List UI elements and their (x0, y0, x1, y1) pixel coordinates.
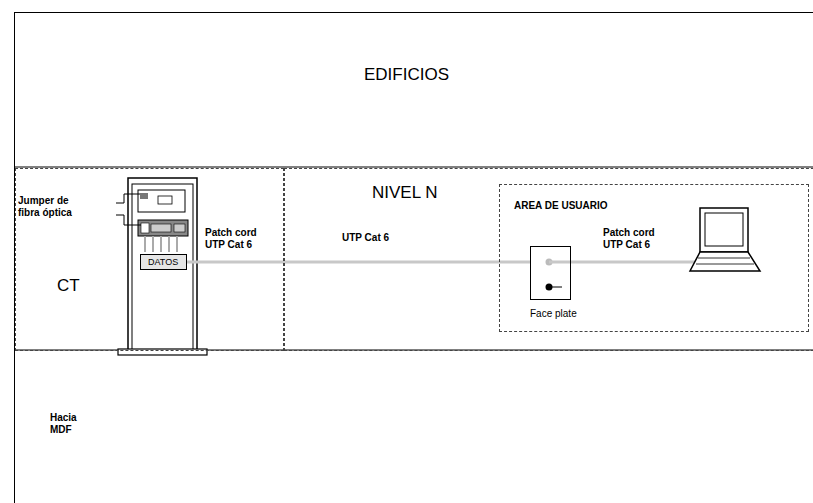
cable-label: UTP Cat 6 (342, 232, 389, 244)
node-label: EDIFICIOS (364, 65, 449, 85)
building-outline: EDIFICIOS CT DATOS NIVEL N AREA DE USUARIO Fa… (14, 12, 813, 503)
data-panel: DATOS (140, 254, 187, 270)
node-label: Face plate (530, 308, 577, 320)
face-plate-jacks (546, 259, 699, 291)
user-patch-cord (549, 261, 698, 264)
jumper-bracket (116, 194, 141, 225)
node-label: AREA DE USUARIO (514, 200, 608, 212)
annotation-label: Patch cord UTP Cat 6 (205, 227, 267, 251)
floor-level: NIVEL N AREA DE USUARIO Face plate (284, 168, 813, 351)
annotation-label: Hacia MDF (50, 412, 90, 436)
annotation-label: Jumper de fibra óptica (18, 195, 90, 219)
utp-cable (187, 261, 530, 264)
user-area: AREA DE USUARIO Face plate (499, 184, 809, 332)
annotation-label: Patch cord UTP Cat 6 (603, 227, 665, 251)
face-plate-box (530, 246, 571, 300)
laptop-icon (690, 208, 760, 271)
node-label: NIVEL N (372, 183, 438, 203)
node-label: DATOS (148, 257, 178, 267)
face-plate: Face plate (530, 246, 579, 322)
rack (118, 178, 207, 355)
node-label: CT (57, 276, 80, 296)
